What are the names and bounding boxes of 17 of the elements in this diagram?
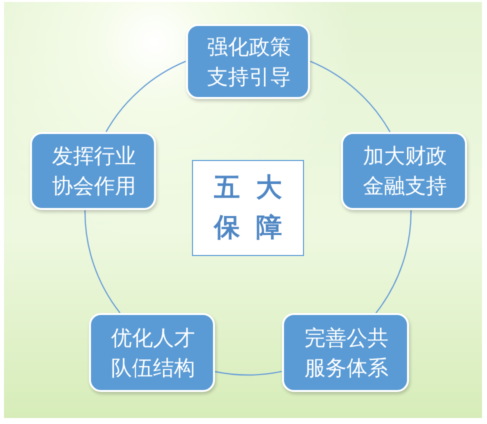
ring-arc bbox=[106, 60, 186, 132]
center-title: 五大保障 bbox=[212, 172, 298, 245]
rounded-box bbox=[341, 132, 467, 210]
ring-arc bbox=[310, 60, 391, 132]
box-label: 优化人才队伍结构 bbox=[110, 324, 196, 382]
rounded-box bbox=[282, 313, 409, 392]
ring-arc bbox=[214, 370, 282, 376]
rounded-box bbox=[30, 132, 156, 210]
box-label: 发挥行业协会作用 bbox=[50, 143, 137, 200]
rounded-box bbox=[186, 24, 310, 99]
title-box bbox=[192, 160, 304, 256]
rounded-box bbox=[89, 313, 215, 392]
ring-arc bbox=[375, 210, 412, 314]
box-label: 强化政策支持引导 bbox=[206, 34, 292, 90]
ring-arc bbox=[84, 210, 120, 314]
box-label: 完善公共服务体系 bbox=[303, 324, 390, 382]
box-label: 加大财政金融支持 bbox=[362, 143, 448, 200]
